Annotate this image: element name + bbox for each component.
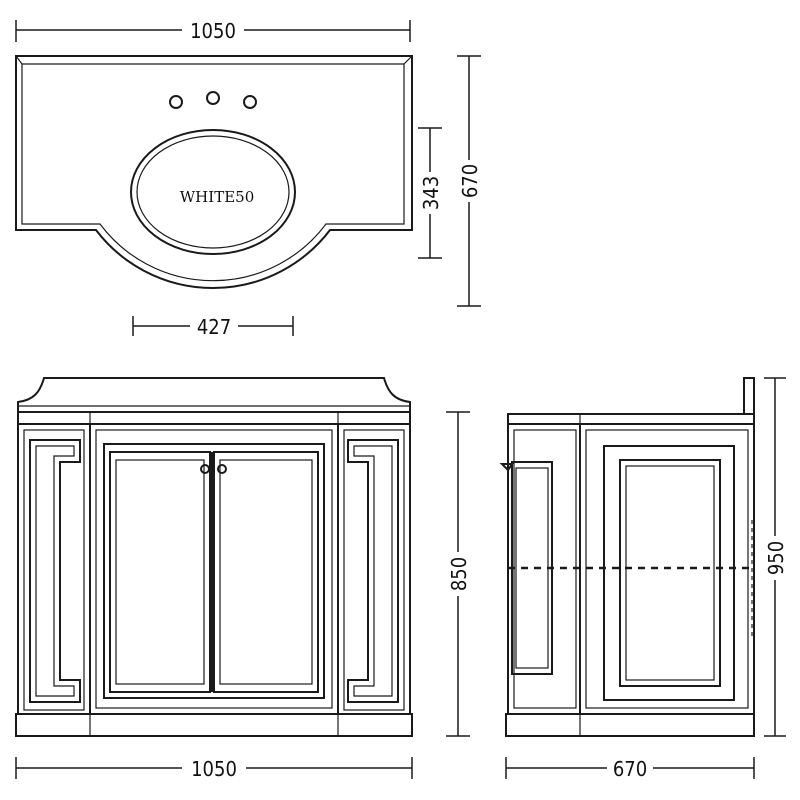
basin-width-label: 427 [197,315,231,339]
door-knob-left [200,464,210,474]
top-depth-label: 670 [458,164,482,198]
basin-width-dimension: 427 [132,315,294,339]
tap-hole-center [206,91,220,105]
front-right-panel [337,423,411,715]
front-door-cabinet [89,423,339,715]
side-height-dimension: 950 [762,377,788,737]
front-plinth [15,713,413,737]
front-width-dimension: 1050 [15,756,413,781]
side-upstand [743,377,755,415]
side-depth-label: 670 [613,757,647,781]
top-depth-dimension: 670 [456,55,482,307]
countertop-inner-edge [21,63,405,282]
left-door [109,451,211,693]
right-door [213,451,319,693]
basin-label: WHITE50 [180,188,254,206]
top-width-label: 1050 [190,19,236,43]
top-view: 1050 WHITE50 343 670 [15,18,482,339]
side-height-label: 950 [764,541,788,575]
front-height-dimension: 850 [445,411,471,737]
tap-hole-right [243,95,257,109]
basin-outline [130,129,296,255]
countertop-outline [15,55,413,289]
front-view: 850 1050 [15,377,471,781]
side-view: 950 670 [499,377,788,781]
top-width-dimension: 1050 [15,18,411,43]
side-depth-dimension: 670 [505,756,755,781]
side-plinth [505,713,755,737]
tap-hole-left [169,95,183,109]
basin-depth-dimension: 343 [418,127,443,259]
front-left-panel [17,423,91,715]
front-width-label: 1050 [191,757,237,781]
door-knob-right [217,464,227,474]
front-countertop [17,377,411,413]
side-countertop [507,413,755,425]
front-height-label: 850 [447,557,471,591]
basin-depth-label: 343 [419,176,443,210]
